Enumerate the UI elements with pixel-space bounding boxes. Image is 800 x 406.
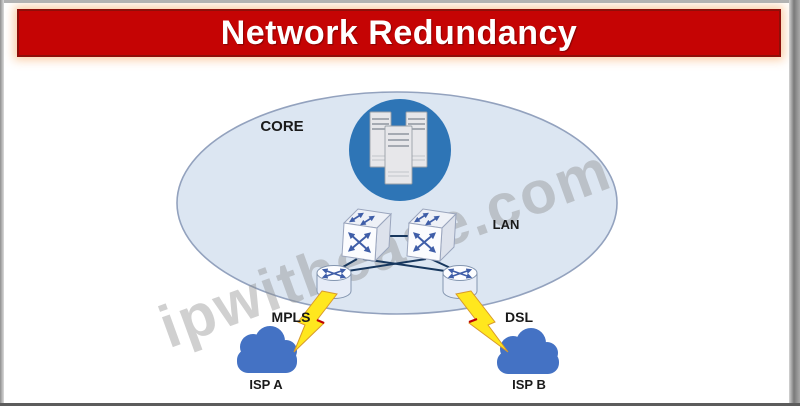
core-label: CORE xyxy=(260,118,304,135)
frame-right-border xyxy=(789,0,800,406)
frame-bottom-border xyxy=(0,403,800,406)
title-banner: Network Redundancy xyxy=(17,9,781,57)
frame-top-border xyxy=(0,0,800,3)
isp-a-label: ISP A xyxy=(249,377,283,392)
switch-2-icon xyxy=(406,208,458,263)
page-title: Network Redundancy xyxy=(220,13,578,52)
switch-1-icon xyxy=(341,208,393,263)
isp-a-cloud-icon xyxy=(237,326,297,373)
dsl-bolt-icon xyxy=(455,290,509,353)
isp-b-cloud-icon xyxy=(497,328,559,374)
frame-left-border xyxy=(0,0,4,406)
core-zone-ellipse xyxy=(176,91,618,315)
dsl-label: DSL xyxy=(505,309,533,325)
isp-b-label: ISP B xyxy=(512,377,546,392)
lan-label: LAN xyxy=(492,217,520,232)
core-servers-icon xyxy=(349,99,451,201)
mpls-bolt-icon xyxy=(293,290,338,353)
mpls-label: MPLS xyxy=(271,309,311,325)
